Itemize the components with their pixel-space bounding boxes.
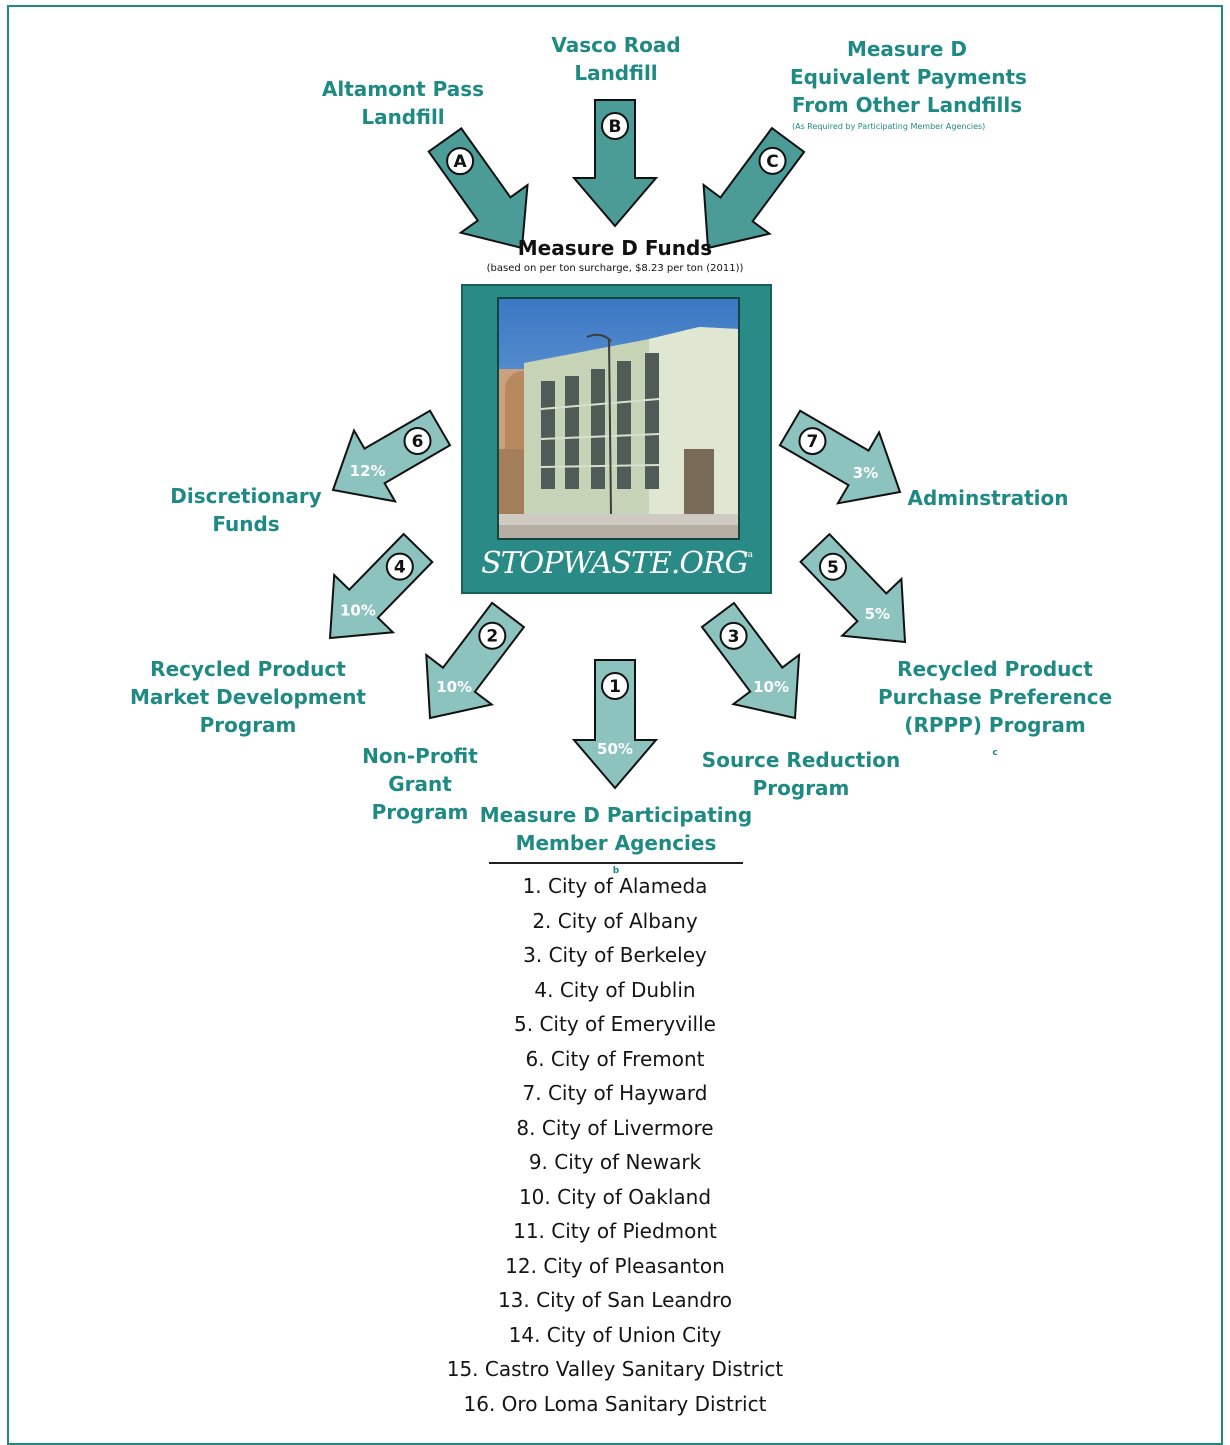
arrow-allocation-7-badge-label: 7 — [807, 432, 819, 452]
member-agency: 11. City of Piedmont — [513, 1219, 717, 1243]
arrow-allocation-3-badge — [719, 621, 748, 650]
source-label-altamont: Altamont Pass Landfill — [321, 77, 485, 129]
arrow-source-b-badge — [601, 112, 629, 140]
stopwaste-box: STOPWASTE.ORGa — [461, 284, 772, 594]
arrow-allocation-5-percent: 5% — [865, 605, 890, 623]
member-agency: 14. City of Union City — [508, 1322, 722, 1347]
arrow-allocation-5-badge — [818, 552, 847, 581]
arrow-allocation-1-percent: 50% — [597, 740, 633, 758]
arrow-source-a-badge — [446, 147, 475, 176]
allocation-label-nonprofit-grant: Non-Profit Grant Program — [362, 744, 478, 824]
source-label-vasco: Vasco Road Landfill — [551, 33, 681, 85]
member-agency: 1. City of Alameda — [522, 874, 708, 898]
arrow-allocation-1: 1 50% — [571, 659, 659, 790]
member-agency: 16. Oro Loma Sanitary District — [463, 1391, 767, 1416]
arrow-allocation-2-badge — [478, 621, 507, 650]
arrow-allocation-2-badge-label: 2 — [486, 627, 498, 647]
arrow-allocation-7: 7 3% — [778, 409, 902, 505]
member-agencies-list: 1. City of Alameda 2. City of Albany 3. … — [400, 869, 830, 1421]
arrow-source-c: C — [702, 126, 806, 250]
allocation-label-rppp: Recycled Product Purchase Preference (RP… — [878, 657, 1113, 758]
arrow-source-c-badge — [758, 146, 787, 175]
arrow-allocation-5-badge-label: 5 — [827, 558, 839, 578]
arrow-allocation-3-shape — [700, 601, 801, 720]
arrow-allocation-4-shape — [328, 532, 434, 640]
arrow-source-b-shape — [571, 99, 659, 228]
arrow-allocation-5: 5 5% — [799, 532, 907, 644]
stopwaste-logo: STOPWASTE.ORGa — [481, 546, 753, 581]
arrow-allocation-4-badge-label: 4 — [394, 558, 406, 578]
allocation-label-discretionary: Discretionary Funds — [170, 484, 322, 536]
member-agency: 15. Castro Valley Sanitary District — [446, 1357, 784, 1381]
arrow-allocation-5-shape — [799, 532, 907, 644]
arrow-allocation-4-badge — [385, 552, 414, 581]
member-agency: 10. City of Oakland — [518, 1184, 712, 1209]
member-agencies-divider — [489, 862, 743, 864]
arrow-allocation-1-badge-label: 1 — [609, 677, 621, 697]
arrow-allocation-6: 6 12% — [331, 409, 452, 503]
arrow-allocation-7-shape — [778, 409, 902, 505]
arrow-allocation-1-badge — [601, 672, 629, 700]
member-agency: 12. City of Pleasanton — [505, 1253, 725, 1278]
member-agency: 9. City of Newark — [528, 1150, 702, 1174]
arrow-allocation-3: 3 10% — [700, 601, 801, 720]
building-photo — [497, 297, 740, 540]
member-agency: 7. City of Hayward — [522, 1081, 708, 1105]
source-label-other-landfills: Measure D Equivalent Payments From Other… — [790, 37, 1027, 117]
arrow-source-a-shape — [427, 127, 529, 250]
arrow-allocation-1-shape — [571, 659, 659, 790]
arrow-allocation-3-percent: 10% — [753, 678, 789, 696]
arrow-allocation-2-percent: 10% — [436, 678, 472, 696]
arrow-allocation-6-percent: 12% — [350, 462, 386, 480]
arrow-allocation-6-shape — [331, 409, 452, 503]
arrow-allocation-3-badge-label: 3 — [728, 627, 740, 647]
arrow-source-a: A — [427, 127, 529, 250]
arrow-allocation-6-badge — [403, 427, 432, 456]
allocation-label-administration: Adminstration — [907, 486, 1069, 510]
allocation-label-market-development: Recycled Product Market Development Prog… — [130, 657, 366, 737]
allocation-label-source-reduction: Source Reduction Program — [701, 748, 901, 800]
arrow-allocation-2: 2 10% — [425, 601, 526, 720]
member-agency: 13. City of San Leandro — [497, 1288, 733, 1312]
arrow-allocation-7-badge — [798, 427, 827, 456]
measure-d-funds-title: Measure D Funds — [517, 236, 713, 260]
member-agency: 4. City of Dublin — [534, 977, 696, 1002]
measure-d-funds-subtitle: (based on per ton surcharge, $8.23 per t… — [486, 263, 744, 274]
member-agency: 6. City of Fremont — [525, 1046, 705, 1071]
arrow-allocation-2-shape — [425, 601, 526, 720]
member-agency: 5. City of Emeryville — [514, 1012, 716, 1036]
arrow-source-c-badge-label: C — [766, 152, 778, 172]
arrow-allocation-6-badge-label: 6 — [412, 432, 424, 452]
arrow-source-a-badge-label: A — [454, 152, 468, 172]
arrow-source-b-badge-label: B — [609, 117, 622, 137]
arrow-source-b: B — [571, 99, 659, 228]
member-agency: 2. City of Albany — [532, 908, 698, 933]
member-agency: 8. City of Livermore — [516, 1115, 714, 1140]
source-note-other-landfills: (As Required by Participating Member Age… — [792, 122, 986, 131]
arrow-allocation-7-percent: 3% — [853, 464, 878, 482]
arrow-source-c-shape — [702, 126, 806, 250]
member-agency: 3. City of Berkeley — [523, 943, 707, 967]
arrow-allocation-4: 4 10% — [328, 532, 434, 640]
arrow-allocation-4-percent: 10% — [340, 601, 376, 619]
